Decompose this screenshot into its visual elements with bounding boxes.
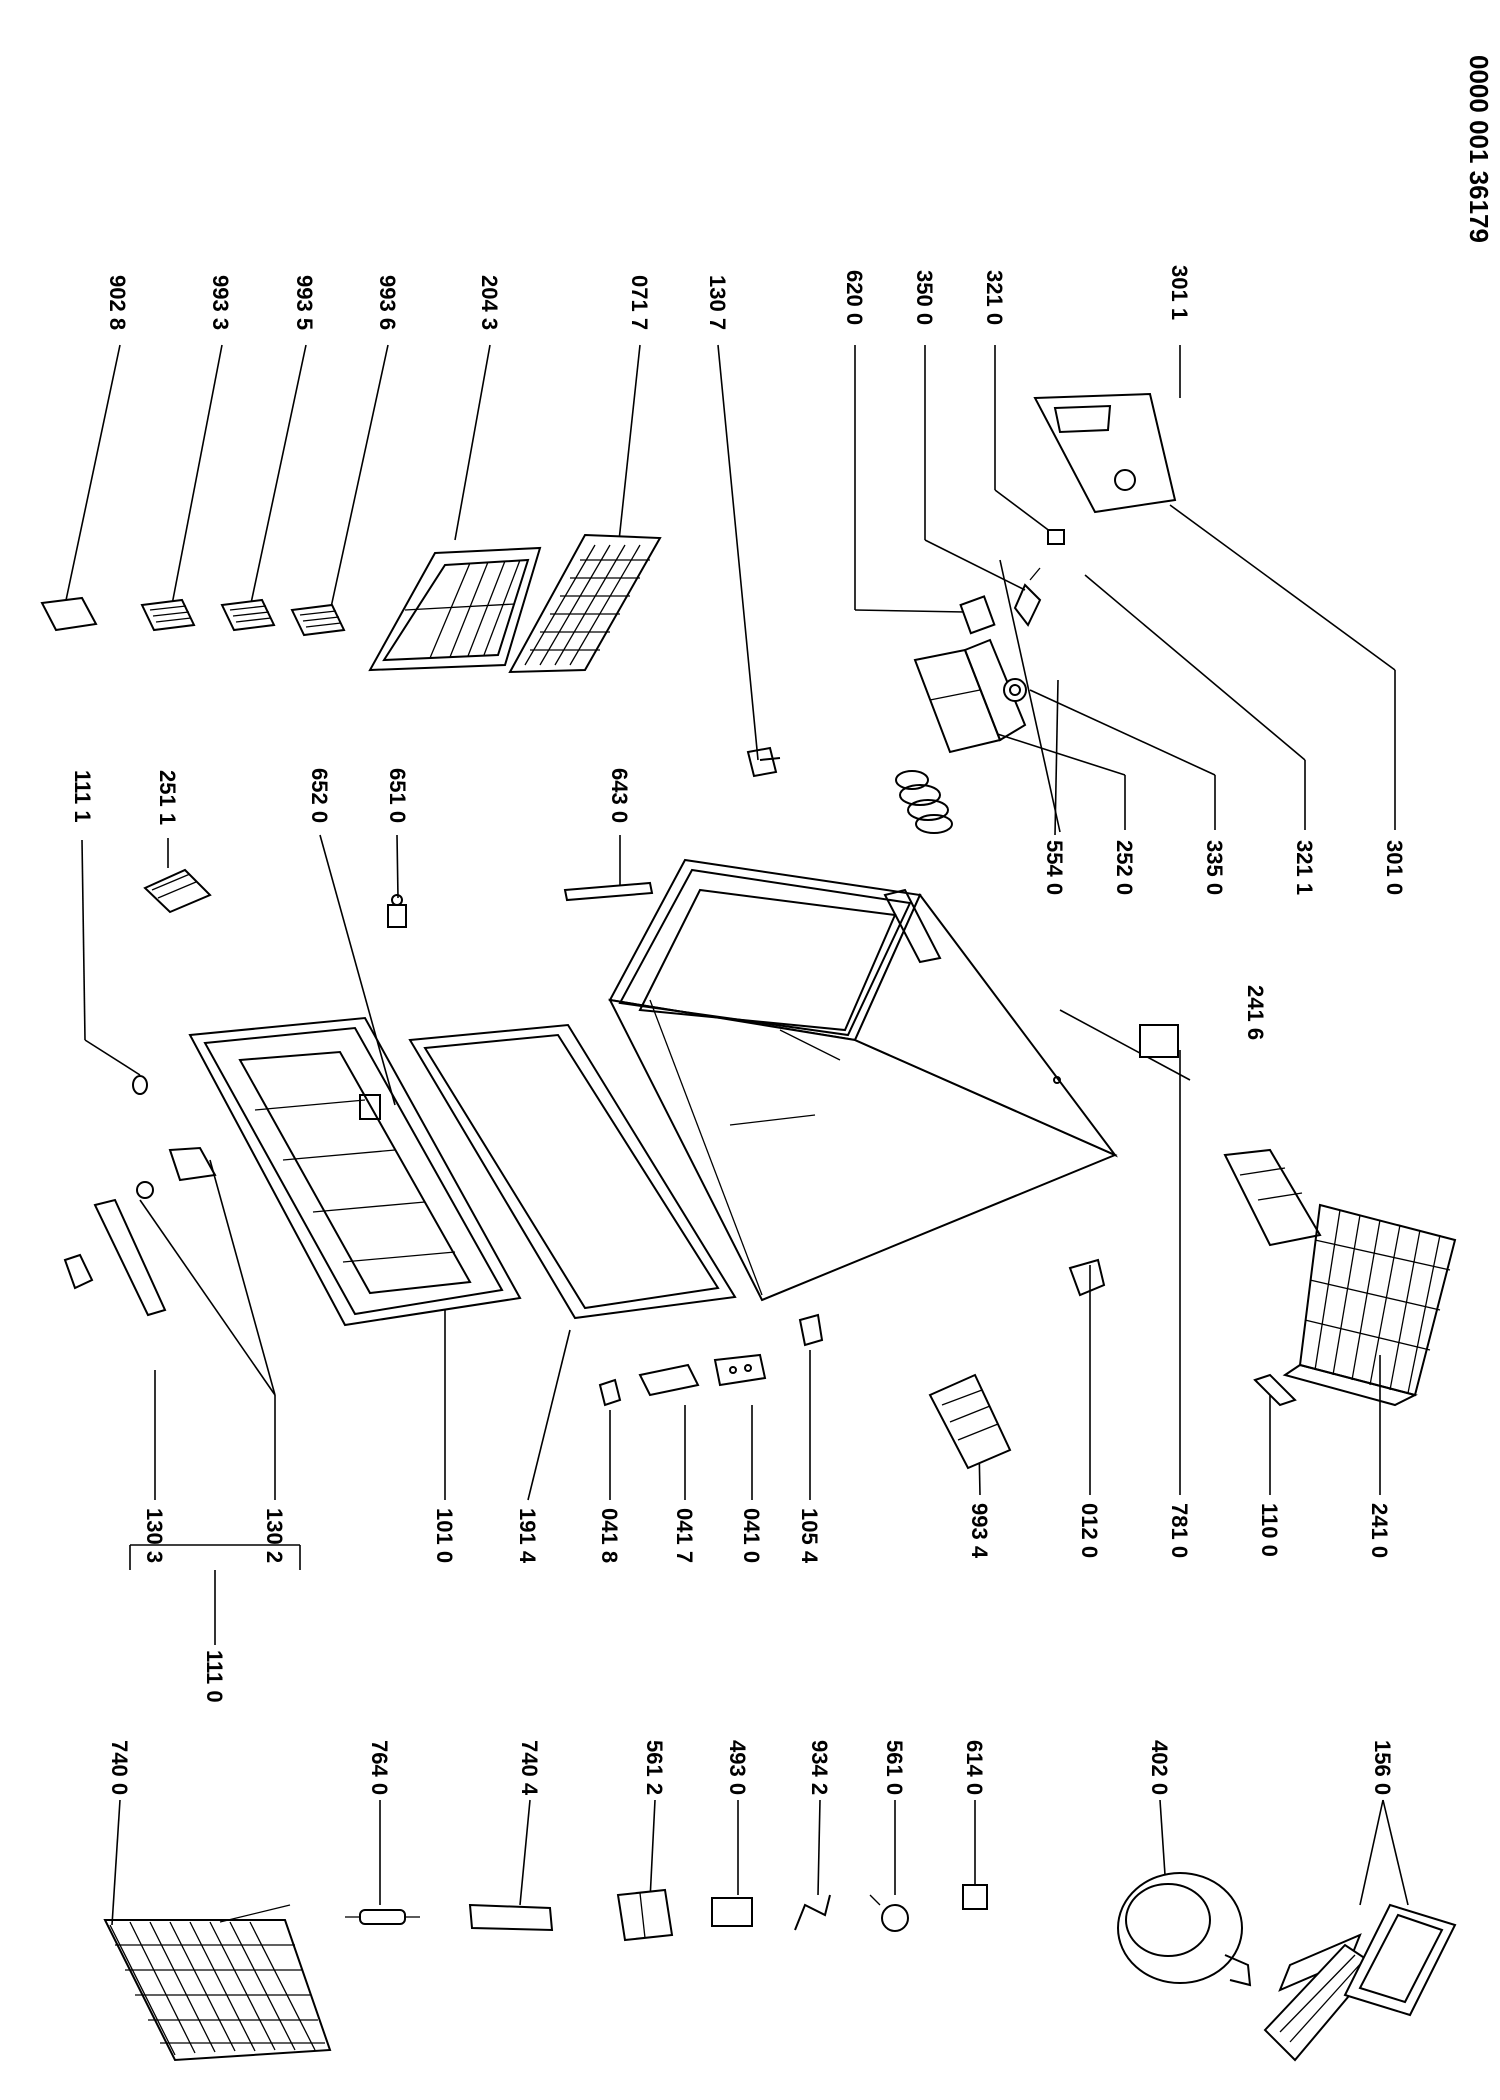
part-493-0-box bbox=[711, 1897, 753, 1927]
leader-lines-mid-right bbox=[984, 504, 1396, 836]
part-130-7-hinge bbox=[746, 746, 781, 778]
label-130-3: 130 3 bbox=[142, 1508, 167, 1563]
part-204-3-tray bbox=[368, 546, 542, 672]
label-130-2: 130 2 bbox=[262, 1508, 287, 1563]
label-012-0: 012 0 bbox=[1077, 1503, 1102, 1558]
leader-lines-top bbox=[64, 344, 1181, 761]
label-111-1: 111 1 bbox=[70, 770, 95, 823]
label-041-0: 041 0 bbox=[739, 1508, 764, 1563]
part-105-4-fitting bbox=[798, 1313, 824, 1347]
label-041-7: 041 7 bbox=[672, 1508, 697, 1563]
part-350-0-lamp bbox=[1013, 567, 1042, 627]
part-781-0-plate bbox=[1139, 1024, 1179, 1058]
part-934-2-wire bbox=[794, 1894, 831, 1931]
part-561-2-relay bbox=[616, 1888, 674, 1942]
label-651-0: 651 0 bbox=[385, 768, 410, 823]
part-156-0-grille bbox=[1263, 1933, 1377, 2062]
part-041-7-cover bbox=[638, 1363, 700, 1397]
label-241-0: 241 0 bbox=[1367, 1503, 1392, 1558]
part-301-1-control-panel bbox=[1033, 392, 1177, 514]
leader-lines-center bbox=[81, 834, 1191, 1106]
part-643-0-strip bbox=[563, 881, 654, 902]
label-561-0: 561 0 bbox=[882, 1740, 907, 1795]
part-110-0-latch bbox=[1253, 1373, 1297, 1407]
label-614-0: 614 0 bbox=[962, 1740, 987, 1795]
part-130-3-hinge bbox=[63, 1253, 94, 1290]
part-554-0-spring bbox=[895, 770, 953, 834]
label-493-0: 493 0 bbox=[725, 1740, 750, 1795]
part-156-0-cover bbox=[1343, 1903, 1457, 2017]
part-191-4-gasket bbox=[408, 1023, 737, 1320]
part-241-0-basket bbox=[1282, 1203, 1457, 1407]
part-614-0-grommet bbox=[962, 1884, 988, 1910]
label-111-0: 111 0 bbox=[202, 1650, 227, 1703]
document-number: 0000 001 36179 bbox=[1464, 55, 1494, 243]
label-993-6: 993 6 bbox=[375, 275, 400, 330]
part-740-4-bracket bbox=[468, 1903, 554, 1932]
label-252-0: 252 0 bbox=[1112, 840, 1137, 895]
label-204-3: 204 3 bbox=[477, 275, 502, 330]
part-993-6-grille bbox=[290, 603, 346, 637]
label-321-1: 321 1 bbox=[1292, 840, 1317, 895]
label-191-4: 191 4 bbox=[515, 1508, 540, 1564]
label-740-4: 740 4 bbox=[517, 1740, 542, 1796]
part-764-0-drier bbox=[345, 1909, 420, 1925]
part-012-0-bracket bbox=[1068, 1258, 1106, 1297]
label-993-5: 993 5 bbox=[292, 275, 317, 330]
label-156-0: 156 0 bbox=[1370, 1740, 1395, 1795]
label-620-0: 620 0 bbox=[842, 270, 867, 325]
label-402-0: 402 0 bbox=[1147, 1740, 1172, 1795]
part-993-4-grille bbox=[928, 1373, 1012, 1470]
part-402-0-compressor bbox=[1117, 1872, 1252, 1987]
label-993-3: 993 3 bbox=[208, 275, 233, 330]
leader-lines-bottom-left bbox=[111, 1799, 1409, 1926]
label-740-0: 740 0 bbox=[107, 1740, 132, 1795]
label-041-8: 041 8 bbox=[597, 1508, 622, 1563]
label-781-0: 781 0 bbox=[1167, 1503, 1192, 1558]
label-652-0: 652 0 bbox=[307, 768, 332, 823]
part-993-3-grille bbox=[140, 598, 196, 632]
label-241-6: 241 6 bbox=[1243, 985, 1268, 1040]
label-130-7: 130 7 bbox=[705, 275, 730, 330]
part-620-0-block bbox=[959, 595, 996, 635]
label-561-2: 561 2 bbox=[642, 1740, 667, 1795]
part-071-7-grid-panel bbox=[508, 533, 662, 674]
part-041-0-switch bbox=[713, 1353, 767, 1387]
part-993-5-grille bbox=[220, 598, 276, 632]
cabinet bbox=[608, 858, 1119, 1302]
label-335-0: 335 0 bbox=[1202, 840, 1227, 895]
label-934-2: 934 2 bbox=[807, 1740, 832, 1795]
label-764-0: 764 0 bbox=[367, 1740, 392, 1795]
label-350-0: 350 0 bbox=[912, 270, 937, 325]
part-101-0-lid bbox=[188, 1016, 522, 1327]
label-071-7: 071 7 bbox=[627, 275, 652, 330]
part-902-8-sheet bbox=[40, 596, 98, 632]
group-bracket-111-0 bbox=[129, 1544, 301, 1645]
label-301-0: 301 0 bbox=[1382, 840, 1407, 895]
label-105-4: 105 4 bbox=[797, 1508, 822, 1564]
part-241-6-rack bbox=[1223, 1148, 1322, 1247]
part-321-0-clip bbox=[1047, 529, 1065, 545]
label-643-0: 643 0 bbox=[607, 768, 632, 823]
part-335-0-knob bbox=[1003, 678, 1027, 702]
label-321-0: 321 0 bbox=[982, 270, 1007, 325]
part-252-0-thermostat-housing bbox=[913, 638, 1027, 754]
label-301-1: 301 1 bbox=[1167, 265, 1192, 320]
label-110-0: 110 0 bbox=[1257, 1503, 1282, 1557]
label-554-0: 554 0 bbox=[1042, 840, 1067, 895]
part-041-8-clip bbox=[598, 1378, 622, 1407]
part-740-0-condenser bbox=[103, 1904, 332, 2062]
label-993-4: 993 4 bbox=[967, 1503, 992, 1559]
label-101-0: 101 0 bbox=[432, 1508, 457, 1563]
part-130-2-hinge-set bbox=[93, 1146, 217, 1317]
part-111-1-screw bbox=[132, 1075, 148, 1095]
label-251-1: 251 1 bbox=[155, 770, 180, 825]
part-651-0-plug bbox=[387, 894, 407, 928]
part-561-0-overload bbox=[869, 1894, 909, 1932]
part-251-1-bracket bbox=[143, 868, 212, 914]
label-902-8: 902 8 bbox=[105, 275, 130, 330]
